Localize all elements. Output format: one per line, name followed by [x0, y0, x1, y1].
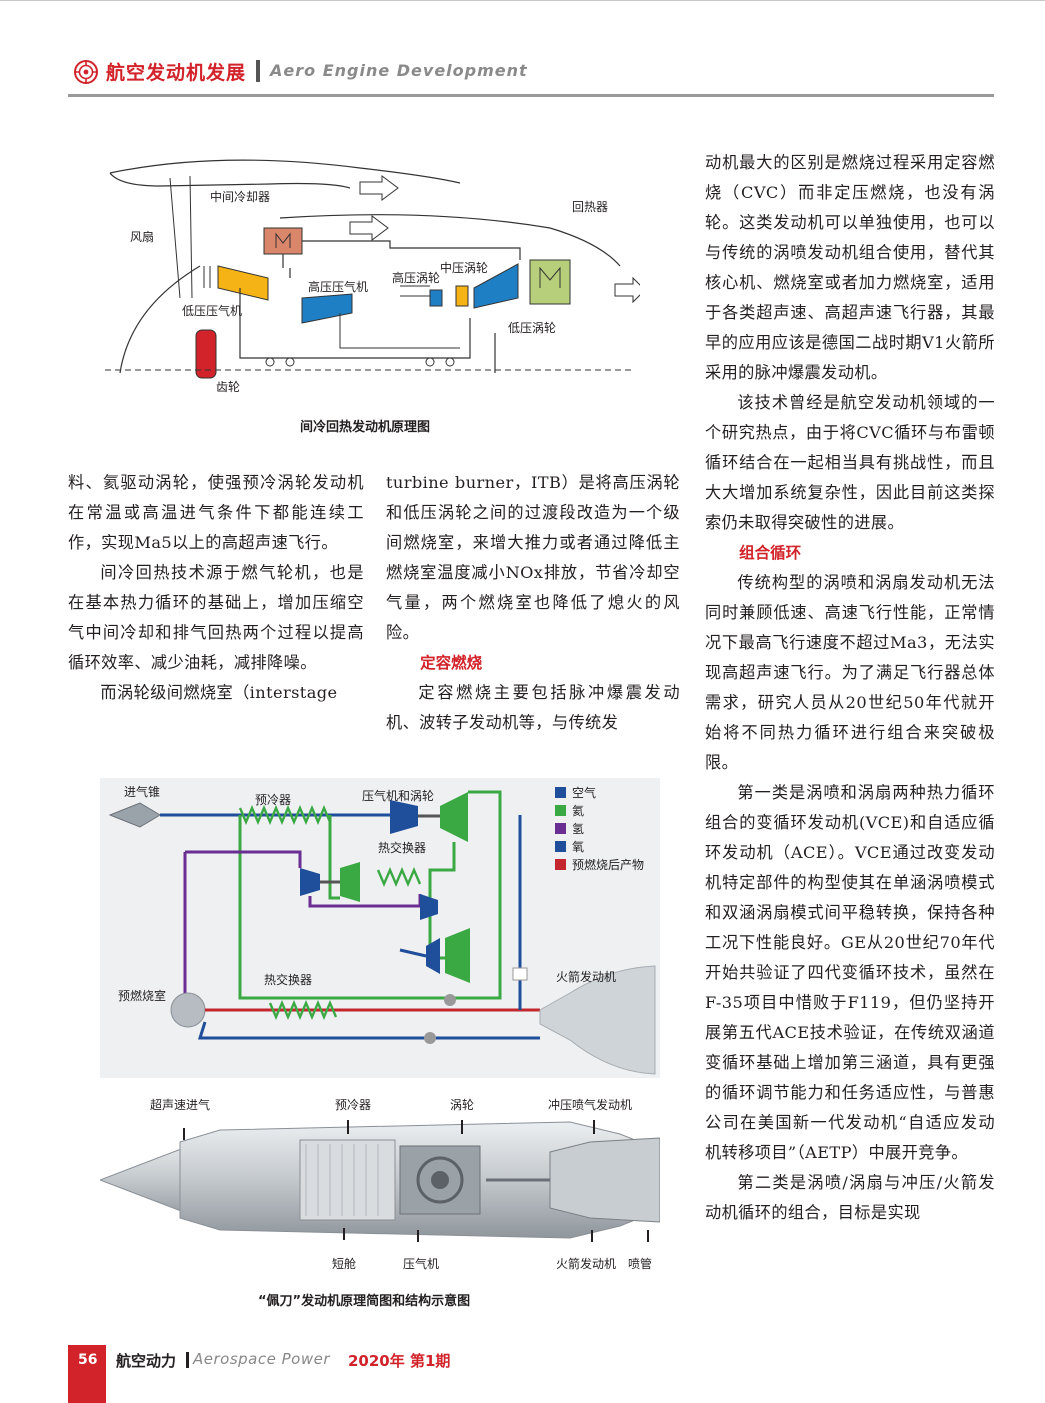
fig2-label-preburner: 预燃烧室: [118, 988, 166, 1003]
left-column: 料、氦驱动涡轮，使强预冷涡轮发动机在常温或高温进气条件下都能连续工作，实现Ma5…: [68, 468, 364, 708]
fig2-precooler-coil: [238, 804, 332, 826]
fig2-label-rocket-engine: 火箭发动机: [556, 969, 616, 984]
fig3-label-precooler: 预冷器: [335, 1098, 372, 1112]
fig1-label-ip-turbine: 中压涡轮: [440, 260, 488, 275]
left-paragraph-2: 间冷回热技术源于燃气轮机，也是在基本热力循环的基础上，增加压缩空气中间冷却和排气…: [68, 563, 364, 672]
fig3-label-ramjet: 冲压喷气发动机: [548, 1098, 633, 1112]
fig3-label-compressor: 压气机: [403, 1257, 440, 1271]
middle-paragraph-1: turbine burner，ITB）是将高压涡轮和低压涡轮之间的过渡段改造为一…: [386, 473, 680, 642]
magazine-title-en: Aerospace Power: [193, 1350, 330, 1368]
fig1-label-lp-compressor: 低压压气机: [182, 303, 242, 318]
fig2-preburner: [170, 992, 206, 1028]
fig1-core-cowl: [279, 214, 621, 267]
fig2-label-hx-top: 热交换器: [378, 840, 426, 855]
fig3-label-supersonic-inlet: 超声速进气: [150, 1098, 211, 1112]
fig3-label-nacelle: 短舱: [332, 1257, 357, 1271]
middle-column: turbine burner，ITB）是将高压涡轮和低压涡轮之间的过渡段改造为一…: [386, 468, 680, 738]
fig2-rocket-engine: [539, 965, 656, 1075]
fig2-label-precooler: 预冷器: [255, 793, 291, 807]
figure2-caption: “佩刀”发动机原理简图和结构示意图: [258, 1294, 471, 1309]
legend-item-helium: 氦: [555, 802, 644, 820]
fig1-gear: [195, 329, 217, 379]
fig1-recuperator: [529, 259, 571, 305]
fig2-compressor: [390, 800, 418, 834]
fig2-label-inlet-cone: 进气锥: [124, 784, 160, 799]
right-column: 动机最大的区别是燃烧过程采用定容燃烧（CVC）而非定压燃烧，也没有涡轮。这类发动…: [705, 148, 995, 1228]
section-heading-combined-cycle: 组合循环: [739, 544, 802, 562]
fig2-hx-bottom-coil: [268, 999, 338, 1021]
fig1-lp-turbine: [473, 263, 519, 309]
legend-item-air: 空气: [555, 784, 644, 802]
fig1-ip-turbine: [455, 285, 469, 307]
fig2-turbine: [440, 792, 468, 842]
right-paragraph-1: 动机最大的区别是燃烧过程采用定容燃烧（CVC）而非定压燃烧，也没有涡轮。这类发动…: [705, 153, 995, 382]
legend-item-hydrogen: 氢: [555, 820, 644, 838]
fig1-arrow-exit: [614, 276, 640, 304]
right-paragraph-2: 该技术曾经是航空发动机领域的一个研究热点，由于将CVC循环与布雷顿循环结合在一起…: [705, 393, 995, 532]
figure-intercooled-engine: 风扇 中间冷却器 回热器 高压压气机 高压涡轮 中压涡轮 低压压气机 低压涡轮 …: [105, 159, 640, 394]
fig3-precooler: [299, 1139, 396, 1221]
fig2-legend: 空气 氦 氢 氧 预燃烧后产物: [555, 784, 644, 874]
fig1-label-recuperator: 回热器: [572, 200, 608, 214]
legend-item-oxygen: 氧: [555, 838, 644, 856]
header-separator: [256, 60, 260, 82]
header-rule: [68, 94, 994, 97]
fig2-oxygen-pump: [426, 938, 440, 974]
fig1-nacelle-top: [109, 159, 461, 184]
issue-label: 2020年 第1期: [348, 1352, 451, 1370]
section-heading-cvc: 定容燃烧: [420, 654, 483, 672]
top-rule: [0, 0, 1045, 1]
figure1-caption: 间冷回热发动机原理图: [300, 420, 431, 435]
fig1-nacelle-outer: [109, 172, 351, 189]
fig1-core-lower: [119, 265, 201, 374]
fig3-label-nozzle: 喷管: [628, 1257, 653, 1271]
page-number: 56: [78, 1352, 98, 1368]
fig2-label-compressor-turbine: 压气机和涡轮: [362, 788, 434, 803]
figure-sabre-schematic: 进气锥 预冷器 压气机和涡轮 热交换器 热交换器 预燃烧室 火箭发动机: [100, 778, 660, 1078]
fig1-intercooler: [263, 227, 303, 255]
fig2-hx-top-coil: [376, 866, 422, 888]
fig1-label-hp-turbine: 高压涡轮: [392, 270, 440, 285]
legend-item-products: 预燃烧后产物: [555, 856, 644, 874]
fig1-label-hp-compressor: 高压压气机: [308, 279, 368, 294]
footer-separator: [186, 1352, 189, 1368]
journal-title-en: Aero Engine Development: [270, 61, 528, 80]
fig1-arrow-top: [359, 175, 399, 201]
fig2-label-hx-bottom: 热交换器: [264, 972, 312, 987]
left-paragraph-3: 而涡轮级间燃烧室（interstage: [100, 683, 338, 702]
fig1-arrow-mid: [349, 215, 389, 241]
fig1-hp-turbine: [429, 289, 443, 307]
magazine-title-cn: 航空动力: [116, 1352, 177, 1370]
figure-sabre-structure: [100, 1120, 660, 1242]
fig3-rocket-nozzle: [549, 1137, 660, 1223]
page-number-box: [68, 1345, 106, 1403]
journal-logo-icon: [74, 60, 98, 84]
right-paragraph-3: 传统构型的涡喷和涡扇发动机无法同时兼顾低速、高速飞行性能，正常情况下最高飞行速度…: [705, 573, 995, 772]
fig1-fan-blade: [169, 175, 193, 299]
left-paragraph-1: 料、氦驱动涡轮，使强预冷涡轮发动机在常温或高温进气条件下都能连续工作，实现Ma5…: [68, 473, 364, 552]
fig1-hp-compressor: [301, 293, 353, 324]
fig3-label-rocket-engine: 火箭发动机: [556, 1257, 617, 1271]
fig1-label-intercooler: 中间冷却器: [210, 189, 270, 204]
fig1-label-lp-turbine: 低压涡轮: [508, 321, 556, 335]
middle-paragraph-2: 定容燃烧主要包括脉冲爆震发动机、波转子发动机等，与传统发: [386, 683, 680, 732]
fig3-label-turbine: 涡轮: [450, 1098, 475, 1112]
fig1-lp-compressor: [217, 265, 269, 301]
right-paragraph-4: 第一类是涡喷和涡扇两种热力循环组合的变循环发动机(VCE)和自适应循环发动机（A…: [705, 783, 995, 1162]
fig1-label-fan: 风扇: [130, 229, 154, 244]
fig1-label-gear: 齿轮: [216, 380, 240, 394]
right-paragraph-5: 第二类是涡喷/涡扇与冲压/火箭发动机循环的组合，目标是实现: [705, 1173, 995, 1222]
journal-title-cn: 航空发动机发展: [106, 62, 247, 84]
